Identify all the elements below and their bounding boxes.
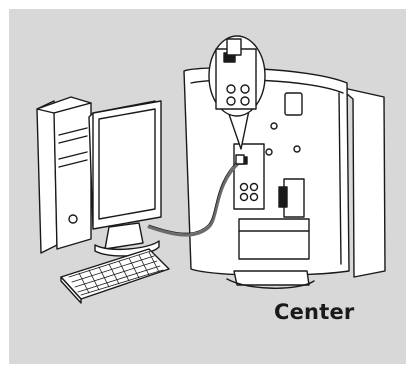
pc-power-button (69, 215, 77, 223)
callout-jack (227, 97, 235, 105)
callout-jack (227, 85, 235, 93)
center-unit-screw (266, 149, 272, 155)
usb-plug (236, 155, 244, 164)
keyboard-icon (61, 249, 169, 303)
center-unit-stand (234, 271, 309, 285)
monitor-icon (89, 101, 161, 256)
center-unit-jack (251, 184, 258, 191)
monitor-screen (99, 109, 155, 219)
center-unit-slot-insert (279, 187, 287, 207)
center-unit-handle (285, 93, 302, 115)
center-unit (184, 68, 385, 288)
center-unit-lower-compartment (239, 219, 309, 259)
callout-jack (241, 97, 249, 105)
desktop-pc-icon (37, 97, 91, 253)
pc-tower-front (54, 103, 91, 249)
callout-cable-plug (227, 39, 241, 55)
center-unit-jack (251, 194, 258, 201)
center-unit-screw (271, 123, 277, 129)
monitor-stand (105, 223, 143, 249)
callout-jack (241, 85, 249, 93)
center-unit-connector-panel (234, 144, 264, 209)
center-unit-jack (241, 184, 248, 191)
callout-plate (216, 49, 256, 109)
center-unit-screw (294, 146, 300, 152)
center-unit-jack (241, 194, 248, 201)
device-caption: Center (274, 300, 354, 324)
